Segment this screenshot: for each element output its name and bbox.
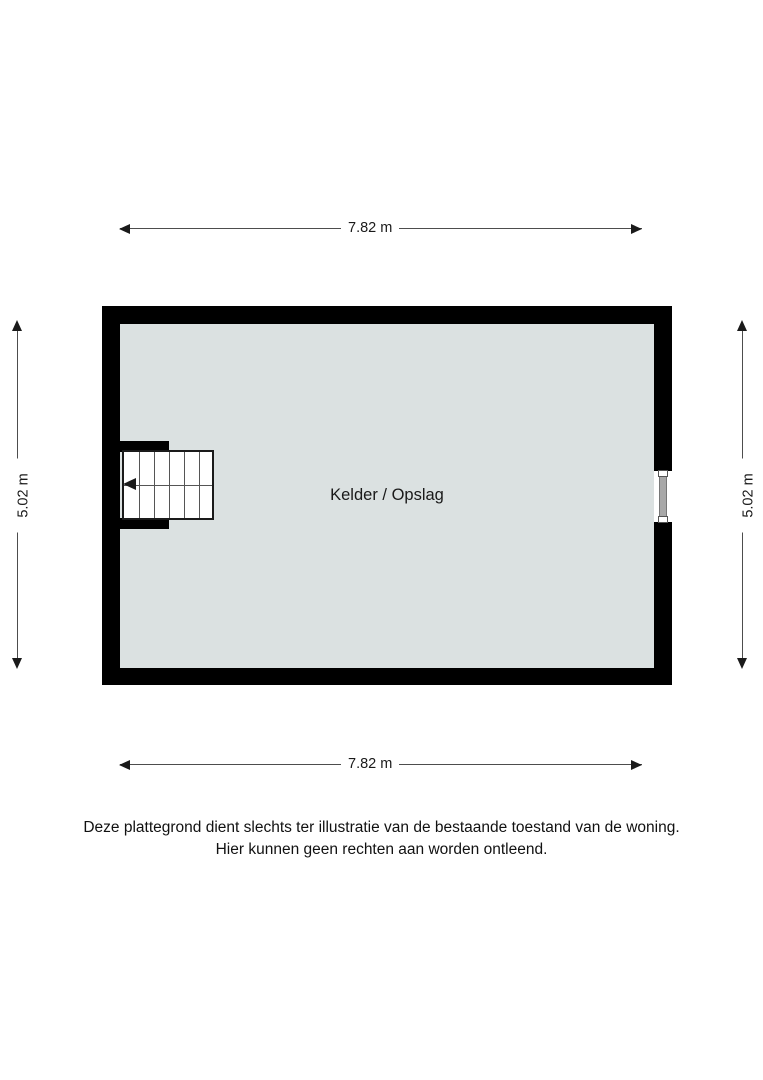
stair-wall-stub-bottom <box>120 518 169 529</box>
disclaimer-line-1: Deze plattegrond dient slechts ter illus… <box>83 819 680 836</box>
wall-left <box>102 306 120 685</box>
dimension-label-right: 5.02 m <box>740 458 758 533</box>
stair-direction-arrow-icon <box>123 478 136 490</box>
window-pane <box>659 473 667 520</box>
dimension-arrow-bottom-left <box>119 760 130 770</box>
dimension-arrow-top-left <box>119 224 130 234</box>
dimension-arrow-bottom-right <box>631 760 642 770</box>
wall-bottom <box>102 668 672 685</box>
dimension-label-bottom: 7.82 m <box>341 756 400 773</box>
wall-right-upper <box>654 306 672 471</box>
disclaimer-line-2: Hier kunnen geen rechten aan worden ontl… <box>215 841 548 858</box>
window-frame-cap-top <box>658 470 668 477</box>
dimension-arrow-right-bottom <box>737 658 747 669</box>
dimension-arrow-left-bottom <box>12 658 22 669</box>
disclaimer: Deze plattegrond dient slechts ter illus… <box>0 817 763 861</box>
dimension-label-top: 7.82 m <box>341 220 400 237</box>
stair-direction-line <box>124 485 212 486</box>
wall-right-lower <box>654 522 672 685</box>
stair-wall-stub-top <box>120 441 169 452</box>
dimension-arrow-top-right <box>631 224 642 234</box>
dimension-arrow-left-top <box>12 320 22 331</box>
room-label-kelder-opslag: Kelder / Opslag <box>330 486 444 504</box>
dimension-arrow-right-top <box>737 320 747 331</box>
wall-top <box>102 306 672 324</box>
staircase <box>122 450 214 520</box>
dimension-label-left: 5.02 m <box>15 458 33 533</box>
window-frame-cap-bottom <box>658 516 668 523</box>
